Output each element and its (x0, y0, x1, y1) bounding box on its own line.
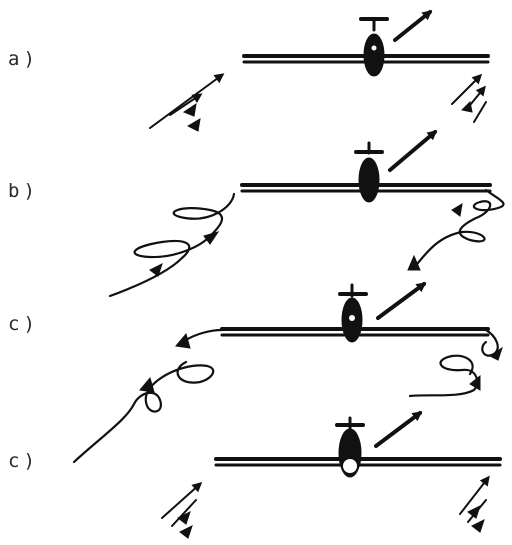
panel-a (149, 10, 490, 132)
panel-c (72, 282, 503, 464)
panel-a-label: a) (8, 48, 39, 70)
left-wake-d (161, 481, 203, 539)
aircraft-a (242, 17, 490, 77)
right-vortex-b (407, 188, 505, 271)
panel-c-label: c) (8, 313, 39, 335)
aircraft-d (214, 416, 502, 478)
flight-direction-arrow-d (374, 411, 423, 448)
right-wake-a (451, 73, 487, 123)
flight-direction-arrow-b (388, 130, 438, 172)
flight-direction-arrow-c (376, 282, 427, 320)
aircraft-c (220, 283, 490, 343)
panel-d-label: c) (8, 450, 39, 472)
left-wake-a (149, 73, 225, 132)
aircraft-b (240, 141, 492, 203)
right-vortex-c (408, 328, 503, 398)
panel-b (108, 130, 505, 298)
flight-direction-arrow-a (393, 10, 433, 42)
panel-d (161, 411, 502, 539)
panel-b-label: b) (8, 180, 39, 202)
right-wake-d (459, 475, 490, 533)
left-vortex-b (108, 192, 236, 298)
left-vortex-c (72, 328, 224, 464)
